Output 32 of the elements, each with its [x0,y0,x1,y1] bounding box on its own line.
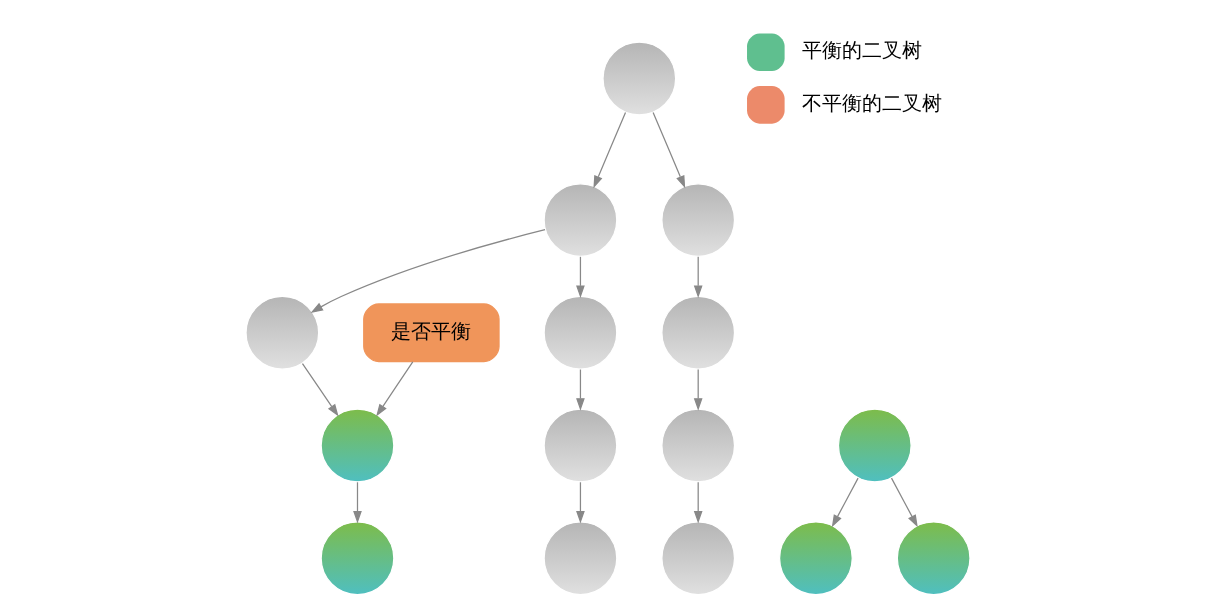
arrow [831,477,859,528]
node-circle [896,521,971,596]
arrow [310,229,546,313]
arrow [376,361,414,417]
node-circle [778,521,853,596]
node-circle [543,183,618,258]
arrow [693,481,703,524]
arrow [693,368,703,411]
node-circle [543,521,618,596]
node-circle [661,183,736,258]
node-circle [837,408,912,483]
node-circle [320,521,395,596]
arrow [593,111,627,189]
node-circle [661,295,736,370]
node-circle [661,521,736,596]
node-circle [543,408,618,483]
arrow [353,481,362,524]
node-box: 是否平衡 [363,303,500,363]
arrow [576,368,585,411]
arrow [890,477,918,528]
arrow [576,256,585,299]
node-circle [661,408,736,483]
node-circle [543,295,618,370]
arrow [693,256,703,299]
legend-label: 平衡的二叉树 [802,38,923,62]
node-circle [245,295,320,370]
legend-label: 不平衡的二叉树 [802,90,943,115]
node-circle [320,408,395,483]
node-circle [602,41,677,116]
arrow [301,362,339,417]
arrow [652,111,686,189]
arrow [576,481,585,524]
